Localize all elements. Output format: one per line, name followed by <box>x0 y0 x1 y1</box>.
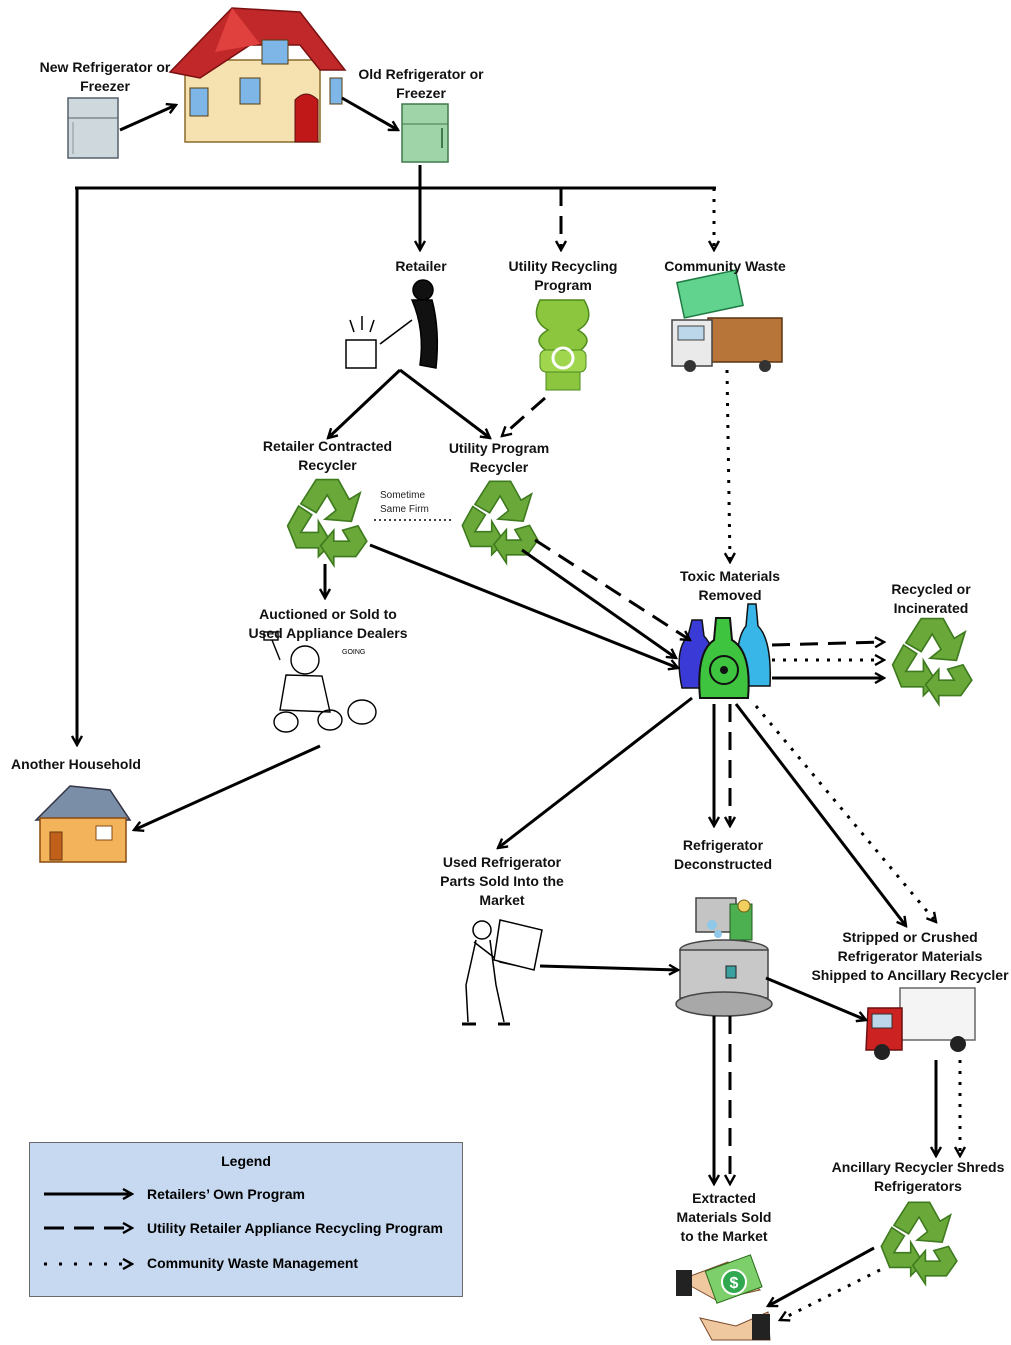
auctioneer-icon: GOING <box>263 631 377 733</box>
label-retailer: Retailer <box>395 258 447 274</box>
label-old-fridge: Old Refrigerator or Freezer <box>358 66 484 101</box>
arrow-toxic-to-stripped-dotted <box>754 705 936 922</box>
arrow-toxic-to-stripped-solid <box>734 703 906 926</box>
arrow-retailer-to-utility-recycler <box>399 368 490 438</box>
svg-text:$: $ <box>730 1275 739 1292</box>
label-recycled: Recycled or Incinerated <box>891 581 971 616</box>
arrow-toxic-to-used-parts <box>498 696 693 848</box>
label-retailer-contracted: Retailer Contracted Recycler <box>262 438 393 473</box>
toxic-bottles-icon <box>678 603 771 699</box>
svg-text:GOING: GOING <box>342 649 365 656</box>
legend-item-solid: Retailers’ Own Program <box>147 1186 305 1202</box>
label-utility-program: Utility Recycling Program <box>508 258 618 293</box>
label-stripped: Stripped or Crushed Refrigerator Materia… <box>811 929 1009 983</box>
legend-item-dotted: Community Waste Management <box>147 1255 359 1271</box>
legend-item-dashed: Utility Retailer Appliance Recycling Pro… <box>147 1220 443 1236</box>
recycle-icon-recycled-incinerated <box>891 617 973 706</box>
arrow-retailer-to-contracted <box>328 368 402 438</box>
label-extracted: Extracted Materials Sold to the Market <box>676 1190 772 1244</box>
deconstruction-machine-icon <box>675 897 773 1017</box>
arrow-house-to-old-fridge <box>341 96 398 132</box>
arrow-utility-to-recycler <box>502 396 546 436</box>
worker-carrying-glass-icon <box>462 919 543 1026</box>
arrow-machine-to-truck <box>765 976 866 1020</box>
arrow-utility-recycler-to-toxic-solid <box>521 548 676 658</box>
fridge-icon <box>67 97 119 159</box>
recycle-icon-ancillary <box>880 1201 958 1285</box>
arrow-community-to-toxic <box>727 369 730 562</box>
cfl-bulb-recycle-icon <box>535 299 590 391</box>
arrow-contracted-to-toxic <box>369 543 678 668</box>
label-utility-program-recycler: Utility Program Recycler <box>448 440 550 475</box>
label-community-waste: Community Waste <box>664 258 786 274</box>
retailer-person-icon <box>345 279 439 369</box>
delivery-truck-icon <box>865 987 976 1060</box>
label-ancillary: Ancillary Recycler Shreds Refrigerators <box>831 1159 1005 1194</box>
money-handshake-icon: $ <box>676 1254 771 1341</box>
connectors <box>44 96 960 1320</box>
label-another-household: Another Household <box>11 756 141 772</box>
arrow-utility-recycler-to-toxic-dashed <box>534 538 690 640</box>
garbage-truck-icon <box>671 269 783 372</box>
arrow-auction-to-household <box>134 744 321 830</box>
label-sometime-same-firm: Sometime Same Firm <box>380 490 429 515</box>
label-used-parts: Used Refrigerator Parts Sold Into the Ma… <box>440 854 564 908</box>
arrow-used-parts-to-machine <box>539 966 678 970</box>
label-new-fridge: New Refrigerator or Freezer <box>39 59 171 94</box>
recycle-icon-utility-program <box>461 480 539 564</box>
label-toxic: Toxic Materials Removed <box>679 568 781 603</box>
legend-box: Legend Retailers’ Own Program Utility Re… <box>29 1142 463 1297</box>
arrow-new-fridge-to-house <box>119 105 176 132</box>
label-auctioned: Auctioned or Sold to Used Appliance Deal… <box>248 606 408 641</box>
small-house-icon <box>34 785 132 863</box>
house-icon <box>168 7 347 143</box>
label-deconstructed: Refrigerator Deconstructed <box>673 837 773 872</box>
arrow-ancillary-to-money-dotted <box>780 1268 881 1320</box>
arrow-ancillary-to-money-solid <box>768 1246 875 1308</box>
old-fridge-icon <box>401 103 449 163</box>
arrow-toxic-to-recycled-dashed <box>771 642 884 645</box>
legend-title: Legend <box>221 1153 271 1169</box>
recycle-icon-retailer-contracted <box>286 478 368 567</box>
